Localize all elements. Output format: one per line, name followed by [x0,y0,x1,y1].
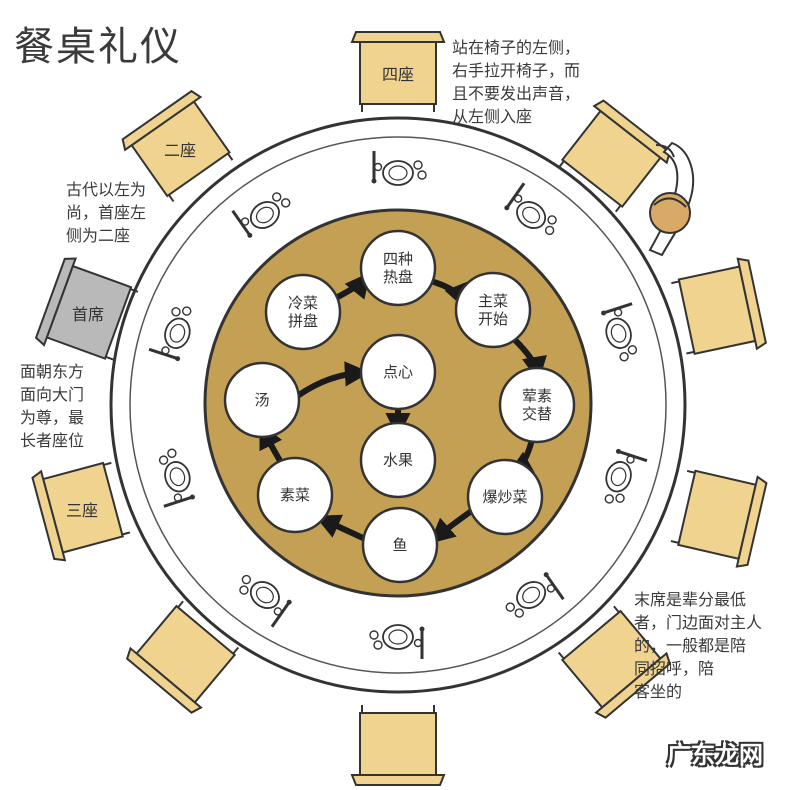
chair-back [736,257,767,351]
dish-label: 荤素交替 [522,387,552,423]
note-enter-seat: 站在椅子的左侧， 右手拉开椅子，而 且不要发出声音， 从左侧入座 [452,38,581,126]
seat-label-third: 三座 [66,501,98,520]
dish-fish: 鱼 [361,506,439,584]
dish-main: 主菜开始 [454,271,532,349]
chair-head: 首席 [34,257,139,361]
seat-label-second: 二座 [164,141,196,160]
dish-label: 冷菜拼盘 [288,294,318,330]
dish-label: 点心 [383,363,413,381]
chair-right-1 [558,99,671,213]
seat-label-fourth: 四座 [382,65,414,84]
dish-dessert: 点心 [359,333,437,411]
chair-lower-right [557,605,672,719]
page-title: 餐桌礼仪 [14,24,182,70]
chair-right-3 [670,469,768,568]
arrow-icon [314,514,366,541]
dish-plate [223,361,301,439]
chair-fourth: 四座 [350,31,446,112]
chair-back [735,475,768,568]
note-head-seat: 面朝东方 面向大门 为尊，最 长者座位 [20,362,85,450]
place-setting-icon [239,574,292,628]
chair-back [125,646,203,714]
chair-back [350,31,446,43]
dish-stirfry: 爆炒菜 [466,458,544,536]
watermark-logo: 广东龙网 [667,735,763,770]
dish-veg: 素菜 [256,456,334,534]
dish-plate [359,421,437,499]
dish-plate [454,271,532,349]
note-last-seat: 末席是辈分最低 者，门边面对主人 的，一般都是陪 同招呼，陪 客坐的 [634,590,763,701]
dish-fruit: 水果 [359,421,437,499]
dish-hot4: 四种热盘 [359,229,437,307]
dish-plate [466,458,544,536]
watermark-text: 广东龙网 [667,741,763,769]
dish-mix: 荤素交替 [498,366,576,444]
place-setting-icon [371,151,427,186]
dish-cold: 冷菜拼盘 [264,273,342,351]
person-pulling-chair-icon [648,141,695,257]
dish-plate [359,229,437,307]
chair-third: 三座 [31,461,131,562]
chair-back [34,257,77,347]
dish-label: 主菜开始 [478,292,508,328]
chair-back [350,774,446,786]
chair-lower-left [125,600,240,714]
place-setting-icon [158,448,195,508]
dish-plate [264,273,342,351]
table-inner-ring [129,136,667,674]
place-setting-icon [505,572,565,618]
dish-plate [498,366,576,444]
chair-right-2 [671,257,767,356]
place-setting-icon [601,302,638,362]
chair-second: 二座 [121,89,234,202]
dish-label: 爆炒菜 [482,488,527,506]
dish-plate [256,456,334,534]
dish-plate [359,333,437,411]
note-left-honor: 古代以左为 尚，首座左 侧为二座 [66,180,147,245]
chair-back [121,89,203,152]
dish-label: 汤 [254,391,269,409]
dish-label: 鱼 [392,536,407,554]
arrow-icon [429,509,473,544]
place-setting-icon [504,182,557,236]
place-setting-icon [231,192,291,238]
dish-plate [361,506,439,584]
chair-seat [359,712,437,776]
dish-label: 素菜 [280,486,310,504]
dish-label: 四种热盘 [383,250,413,286]
dish-soup: 汤 [223,361,301,439]
chair-back [594,651,672,719]
place-setting-icon [148,306,192,362]
seat-label-head: 首席 [72,305,104,324]
chair-back [31,469,67,562]
place-setting-icon [369,624,425,659]
chair-bottom [350,705,446,786]
dish-label: 水果 [383,451,413,469]
place-setting-icon [604,448,648,504]
